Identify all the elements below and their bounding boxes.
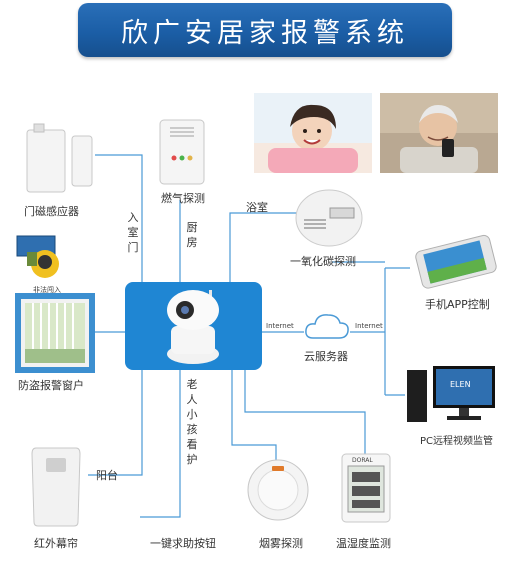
page-title: 欣广安居家报警系统 bbox=[78, 3, 452, 57]
pc-brand: ELEN bbox=[450, 380, 471, 389]
smoke-detector-label: 烟雾探测 bbox=[259, 537, 303, 550]
central-hub bbox=[125, 282, 262, 370]
thermo-brand: DORAL bbox=[352, 457, 373, 464]
bathroom-label: 浴室 bbox=[246, 201, 268, 214]
balcony-label: 阳台 bbox=[96, 469, 118, 482]
pc-icon bbox=[405, 364, 500, 424]
ir-curtain-icon bbox=[30, 446, 82, 528]
door-sensor-label: 门磁感应器 bbox=[24, 205, 79, 218]
cloud-server-label: 云服务器 bbox=[304, 350, 348, 363]
gas-detector-label: 燃气探测 bbox=[161, 192, 205, 205]
internet-label-left: Internet bbox=[266, 322, 294, 330]
burglar-poster bbox=[15, 234, 75, 286]
entry-door-label: 入室门 bbox=[127, 211, 139, 254]
gas-detector-icon bbox=[158, 118, 206, 186]
phone-app-label: 手机APP控制 bbox=[425, 298, 490, 311]
thermo-hygrometer-icon bbox=[340, 452, 392, 524]
sos-button-label: 一键求助按钮 bbox=[150, 537, 216, 550]
elderly-child-care-label: 老人小孩看护 bbox=[186, 378, 198, 466]
ir-curtain-label: 红外幕帘 bbox=[34, 537, 78, 550]
co-detector-label: 一氧化碳探测 bbox=[290, 255, 356, 268]
smoke-detector-icon bbox=[246, 458, 310, 522]
internet-label-right: Internet bbox=[355, 322, 383, 330]
child-photo bbox=[254, 93, 372, 173]
elderly-photo bbox=[380, 93, 498, 173]
window-alarm-icon bbox=[15, 293, 95, 373]
window-alarm-label: 防盗报警窗户 bbox=[18, 379, 84, 392]
cloud-icon bbox=[303, 310, 351, 342]
co-detector-icon bbox=[294, 186, 364, 248]
phone-icon bbox=[410, 233, 500, 291]
pc-monitor-label: PC远程视频监管 bbox=[420, 436, 494, 447]
kitchen-label: 厨房 bbox=[186, 221, 198, 249]
temp-humidity-label: 温湿度监测 bbox=[336, 537, 391, 550]
door-sensor-icon bbox=[22, 122, 97, 194]
burglar-caption: 非法闯入 bbox=[33, 286, 61, 294]
